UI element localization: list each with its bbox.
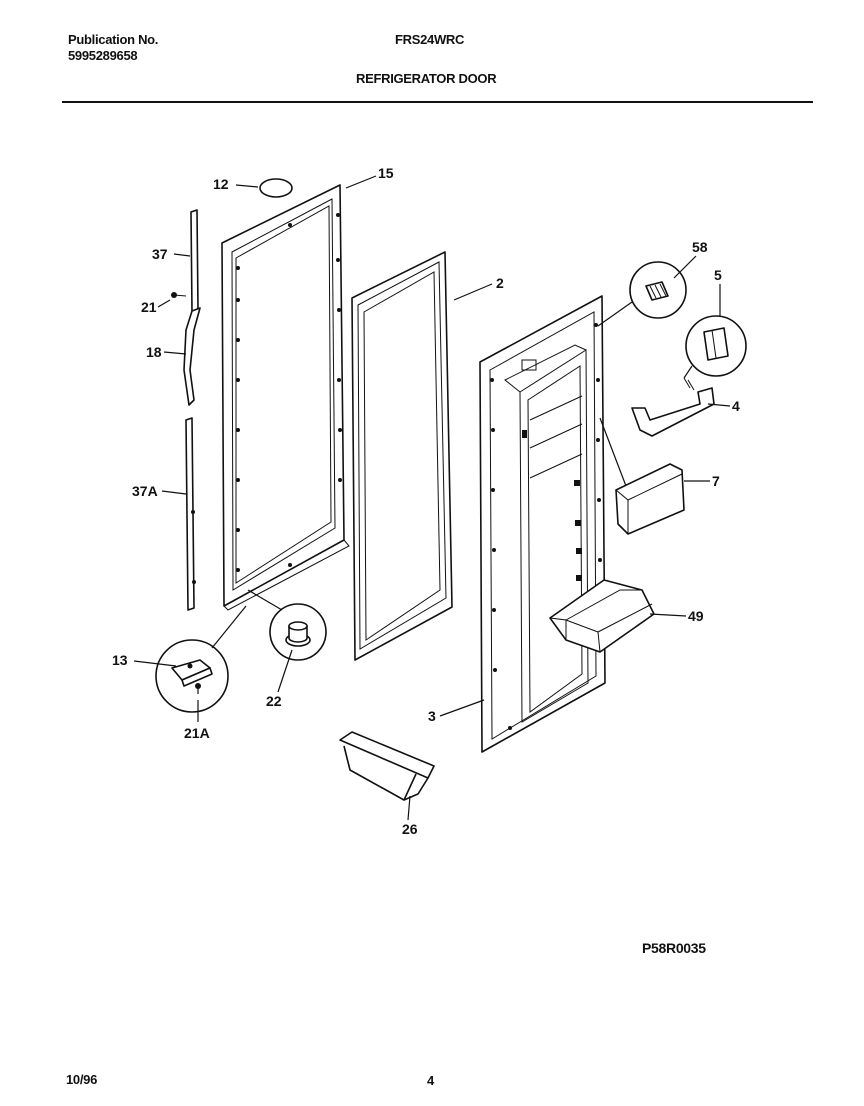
door-shelf — [549, 579, 655, 653]
svg-text:13: 13 — [112, 652, 128, 668]
callout-58: 58 — [673, 239, 708, 279]
section-title: REFRIGERATOR DOOR — [356, 71, 497, 86]
callout-26: 26 — [402, 795, 418, 837]
callout-5: 5 — [714, 267, 722, 316]
svg-text:15: 15 — [378, 165, 394, 181]
svg-text:21: 21 — [141, 299, 157, 315]
callout-37: 37 — [152, 246, 191, 262]
callout-21a: 21A — [184, 700, 210, 741]
shelf-retainer-bar — [631, 387, 715, 437]
publication-label: Publication No. — [68, 32, 159, 47]
svg-text:2: 2 — [496, 275, 504, 291]
svg-text:18: 18 — [146, 344, 162, 360]
svg-text:49: 49 — [688, 608, 704, 624]
callout-22: 22 — [266, 649, 293, 709]
publication-number: 5995289658 — [68, 48, 138, 63]
callout-12: 12 — [213, 176, 259, 192]
svg-text:21A: 21A — [184, 725, 210, 741]
page-number: 4 — [427, 1073, 434, 1088]
door-gasket — [351, 251, 453, 661]
svg-text:3: 3 — [428, 708, 436, 724]
outer-door-panel — [221, 184, 350, 611]
handle-assembly — [171, 209, 201, 611]
svg-text:5: 5 — [714, 267, 722, 283]
callout-37a: 37A — [132, 483, 187, 499]
screw-detail — [597, 261, 687, 327]
callout-49: 49 — [649, 608, 704, 624]
svg-text:26: 26 — [402, 821, 418, 837]
svg-text:58: 58 — [692, 239, 708, 255]
callout-18: 18 — [146, 344, 187, 360]
bottom-bin — [339, 731, 435, 801]
footer-date: 10/96 — [66, 1072, 98, 1087]
svg-text:12: 12 — [213, 176, 229, 192]
svg-text:7: 7 — [712, 473, 720, 489]
bracket-detail — [683, 315, 747, 379]
callout-3: 3 — [428, 699, 485, 724]
model-number: FRS24WRC — [395, 32, 465, 47]
bearing-detail — [247, 589, 327, 661]
figure-code: P58R0035 — [642, 940, 706, 956]
hinge-detail — [155, 605, 247, 713]
svg-text:4: 4 — [732, 398, 740, 414]
dairy-door — [615, 463, 685, 535]
callout-4: 4 — [707, 398, 740, 414]
header-rule — [62, 101, 813, 103]
callout-15: 15 — [345, 165, 394, 189]
svg-text:37A: 37A — [132, 483, 158, 499]
svg-text:22: 22 — [266, 693, 282, 709]
callout-2: 2 — [453, 275, 504, 301]
callout-7: 7 — [684, 473, 720, 489]
inner-door-liner — [479, 295, 606, 753]
svg-text:37: 37 — [152, 246, 168, 262]
plug-button — [259, 178, 293, 198]
callout-21: 21 — [141, 299, 171, 315]
leader-dairy — [599, 417, 627, 487]
callout-13: 13 — [112, 652, 177, 668]
